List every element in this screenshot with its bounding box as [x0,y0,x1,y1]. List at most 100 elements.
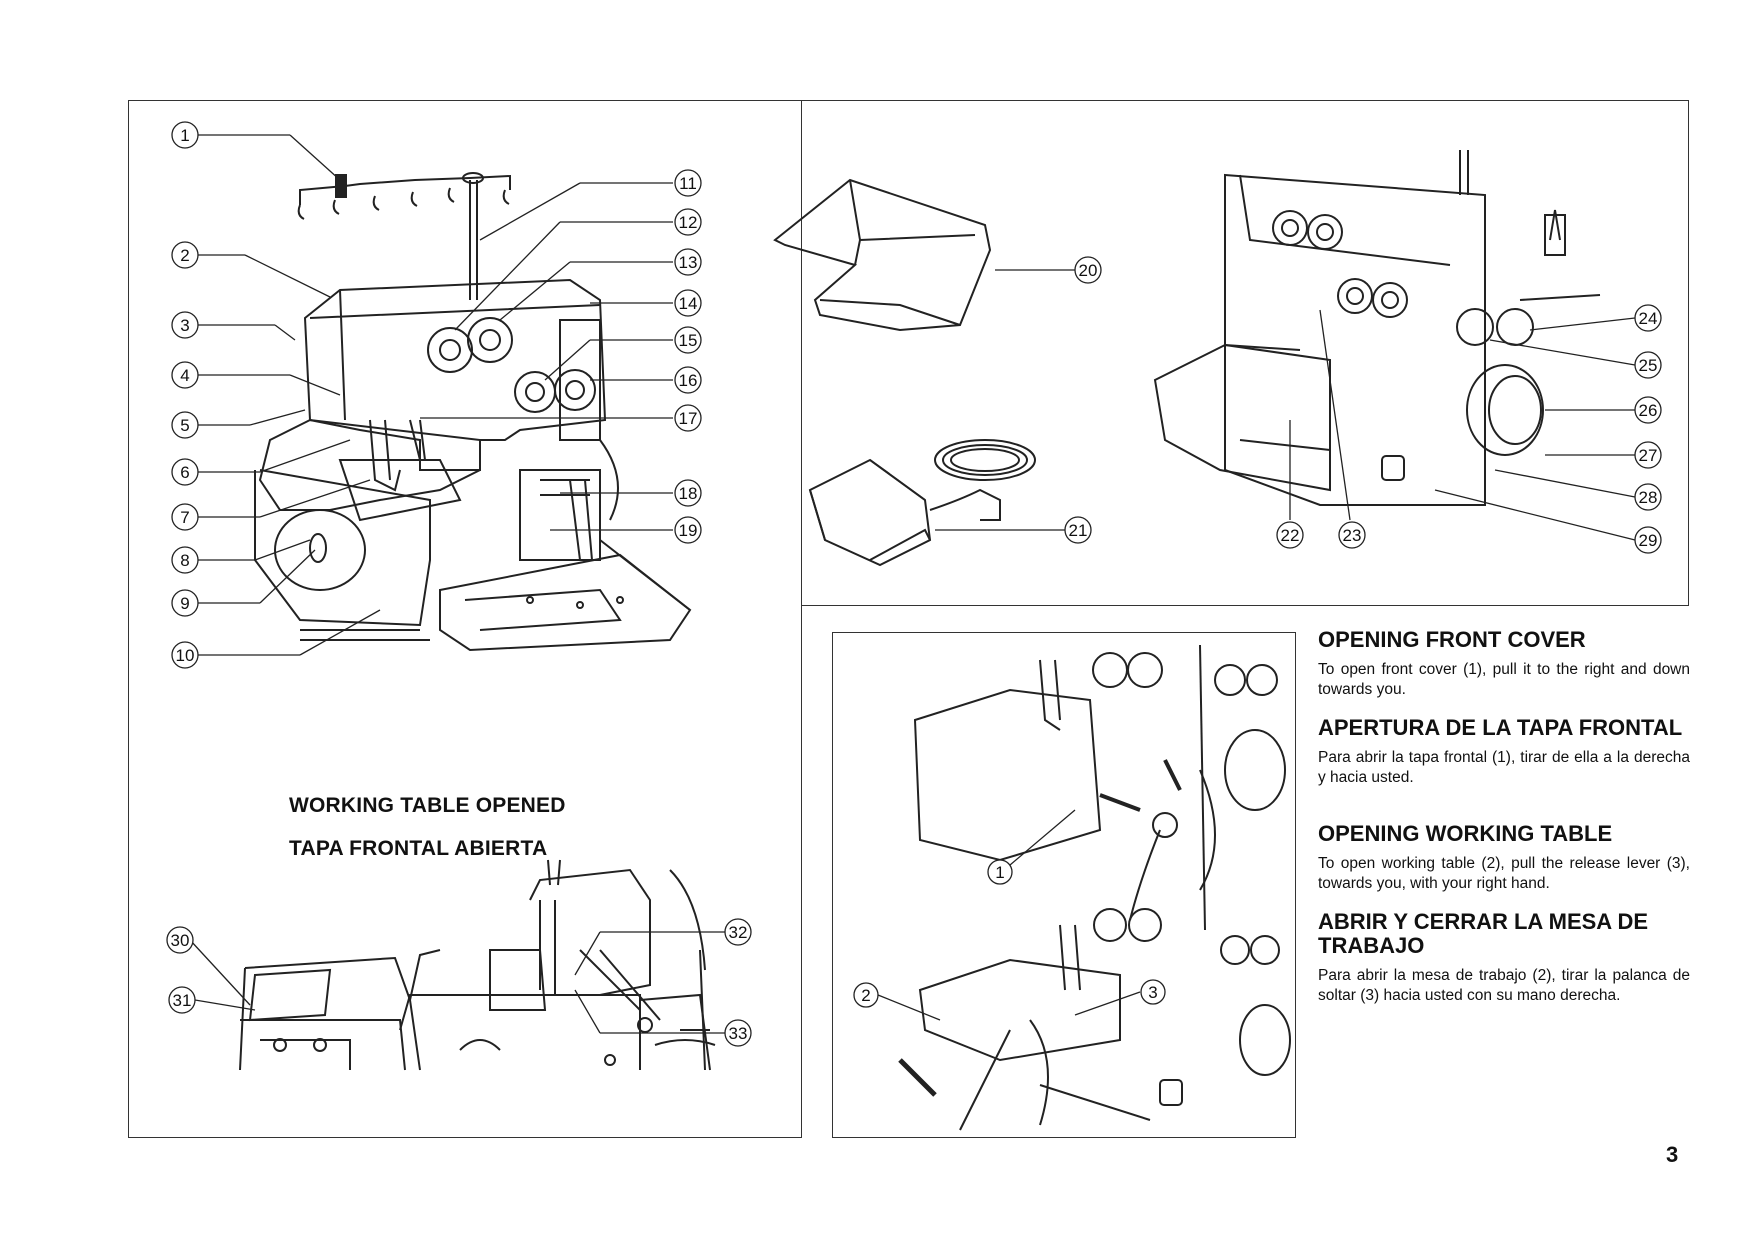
svg-text:29: 29 [1639,531,1658,550]
section-opening-working-table: OPENING WORKING TABLE To open working ta… [1318,822,1690,894]
section-body: Para abrir la mesa de trabajo (2), tirar… [1318,967,1690,1004]
svg-text:15: 15 [679,331,698,350]
svg-text:3: 3 [1148,983,1157,1002]
svg-text:9: 9 [180,594,189,613]
instructions-column: OPENING FRONT COVER To open front cover … [1318,628,1690,1006]
callout-26: 26 [1634,396,1662,424]
svg-text:1: 1 [180,126,189,145]
leader-lines-detail [877,809,1141,1021]
svg-text:8: 8 [180,551,189,570]
svg-text:5: 5 [180,416,189,435]
svg-text:19: 19 [679,521,698,540]
callout-27: 27 [1634,441,1662,469]
callouts-table: 30 31 32 33 [166,918,752,1047]
callout-17: 17 [674,404,702,432]
callout-detail-1: 1 [987,859,1013,885]
foot-controller-illustration [808,439,1065,567]
callouts-main: 1 2 3 4 5 6 7 8 9 10 11 12 13 14 15 16 1… [171,121,702,669]
working-table-illustration [239,859,716,1071]
svg-text:26: 26 [1639,401,1658,420]
leader-lines-table [189,931,725,1034]
section-body: To open front cover (1), pull it to the … [1318,661,1690,698]
top-right-frame [801,100,1689,606]
svg-text:10: 10 [176,646,195,665]
callout-4: 4 [171,361,199,389]
callouts-detail: 1 2 3 [853,859,1166,1008]
callout-25: 25 [1634,351,1662,379]
callout-detail-3: 3 [1140,979,1166,1005]
svg-text:28: 28 [1639,488,1658,507]
callout-2: 2 [171,241,199,269]
section-opening-front-cover: OPENING FRONT COVER To open front cover … [1318,628,1690,700]
svg-text:30: 30 [171,931,190,950]
svg-text:1: 1 [995,863,1004,882]
callout-9: 9 [171,589,199,617]
callout-24: 24 [1634,304,1662,332]
callout-6: 6 [171,458,199,486]
callout-18: 18 [674,479,702,507]
callout-29: 29 [1634,526,1662,554]
machine-body [254,278,692,652]
main-diagram-frame [128,100,802,1138]
callout-21: 21 [1064,516,1092,544]
callout-8: 8 [171,546,199,574]
caption-tapa-frontal-abierta: TAPA FRONTAL ABIERTA [289,837,548,860]
callout-11: 11 [674,169,702,197]
svg-text:4: 4 [180,366,189,385]
callout-33: 33 [724,1019,752,1047]
svg-text:32: 32 [729,923,748,942]
svg-text:7: 7 [180,508,189,527]
section-heading: OPENING WORKING TABLE [1318,821,1613,846]
leader-lines-side [1289,309,1636,541]
caption-working-table-opened: WORKING TABLE OPENED [289,794,566,817]
serger-illustration [198,134,692,656]
callout-19: 19 [674,516,702,544]
svg-text:24: 24 [1639,309,1658,328]
section-body: Para abrir la tapa frontal (1), tirar de… [1318,749,1690,786]
section-heading: ABRIR Y CERRAR LA MESA DE TRABAJO [1318,909,1649,958]
callout-10: 10 [171,641,199,669]
callout-detail-2: 2 [853,982,879,1008]
callouts-side: 22 23 24 25 26 27 28 29 [1276,304,1662,554]
callout-30: 30 [166,926,194,954]
svg-text:27: 27 [1639,446,1658,465]
callout-20: 20 [1074,256,1102,284]
callout-1: 1 [171,121,199,149]
svg-text:21: 21 [1069,521,1088,540]
detail-illustration [898,644,1291,1131]
callout-32: 32 [724,918,752,946]
page-number: 3 [1666,1142,1679,1167]
svg-text:16: 16 [679,371,698,390]
accessory-box-illustration [773,178,1075,332]
section-abrir-cerrar-mesa: ABRIR Y CERRAR LA MESA DE TRABAJO Para a… [1318,910,1690,1006]
callout-7: 7 [171,503,199,531]
svg-text:2: 2 [180,246,189,265]
callout-5: 5 [171,411,199,439]
svg-text:3: 3 [180,316,189,335]
section-heading: OPENING FRONT COVER [1318,627,1586,652]
svg-text:31: 31 [173,991,192,1010]
svg-text:11: 11 [679,174,697,193]
callout-14: 14 [674,289,702,317]
side-view-illustration [1153,150,1601,506]
section-apertura-tapa-frontal: APERTURA DE LA TAPA FRONTAL Para abrir l… [1318,716,1690,788]
leader-lines-right [420,182,673,531]
callout-12: 12 [674,208,702,236]
svg-text:12: 12 [679,213,698,232]
callout-23: 23 [1338,521,1366,549]
svg-text:22: 22 [1281,526,1300,545]
callout-31: 31 [168,986,196,1014]
thread-stand [297,172,511,300]
svg-text:6: 6 [180,463,189,482]
svg-text:23: 23 [1343,526,1362,545]
callout-28: 28 [1634,483,1662,511]
detail-illustration-frame [832,632,1296,1138]
callout-16: 16 [674,366,702,394]
callout-3: 3 [171,311,199,339]
svg-text:25: 25 [1639,356,1658,375]
section-body: To open working table (2), pull the rele… [1318,855,1690,892]
svg-text:33: 33 [729,1024,748,1043]
leader-lines-left [198,134,381,656]
svg-text:2: 2 [861,986,870,1005]
svg-text:14: 14 [679,294,698,313]
